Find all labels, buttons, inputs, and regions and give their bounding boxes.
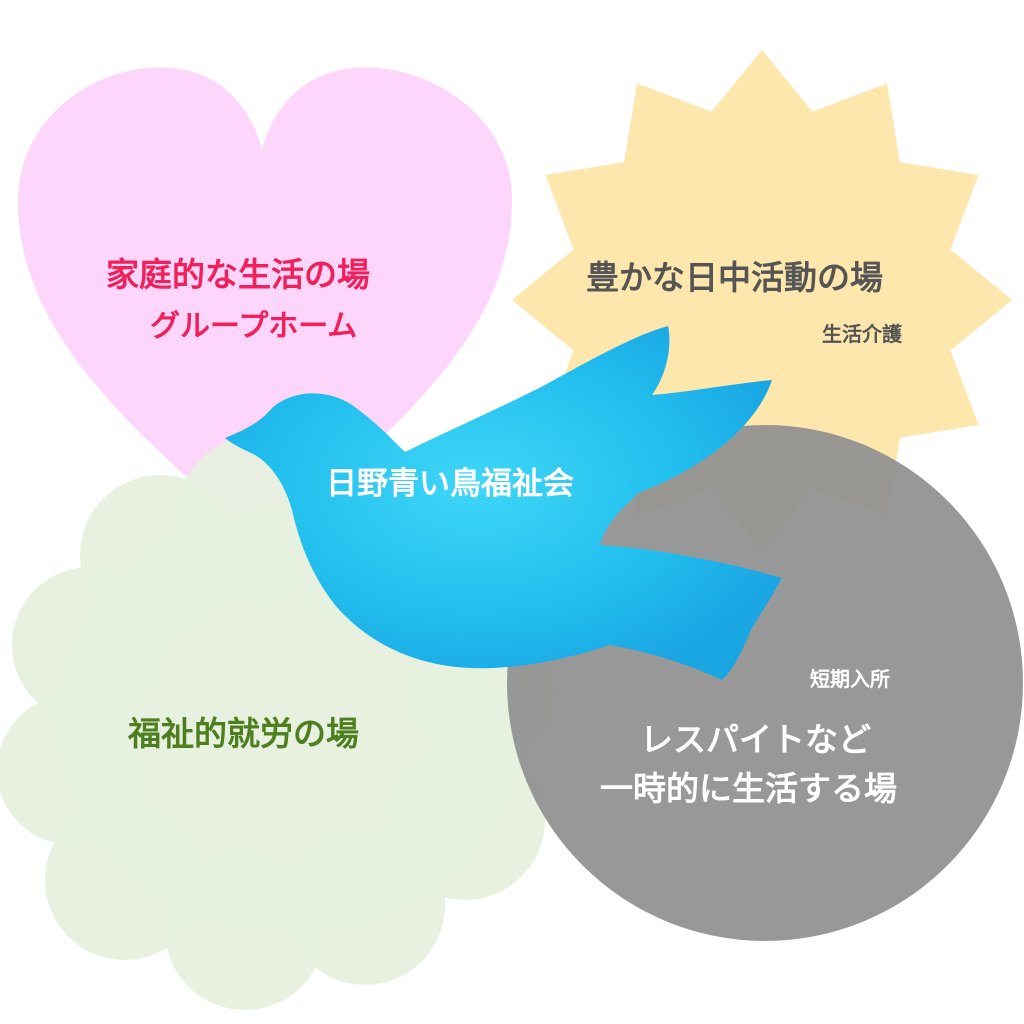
day-activity-service-label: 生活介護: [822, 322, 902, 346]
heart-shape: [17, 67, 513, 548]
day-activity-title: 豊かな日中活動の場: [586, 258, 883, 297]
bluebird-icon: [225, 326, 782, 680]
short-stay-description-line-1: レスパイトなど: [640, 720, 871, 759]
employment-title: 福祉的就労の場: [128, 714, 359, 753]
short-stay-description-line-2: 一時的に生活する場: [600, 769, 897, 808]
short-stay-service-label: 短期入所: [810, 667, 890, 691]
group-home-title: 家庭的な生活の場: [106, 255, 370, 294]
group-home-service-label: グループホーム: [150, 309, 358, 344]
organization-name: 日野青い鳥福祉会: [326, 466, 574, 502]
